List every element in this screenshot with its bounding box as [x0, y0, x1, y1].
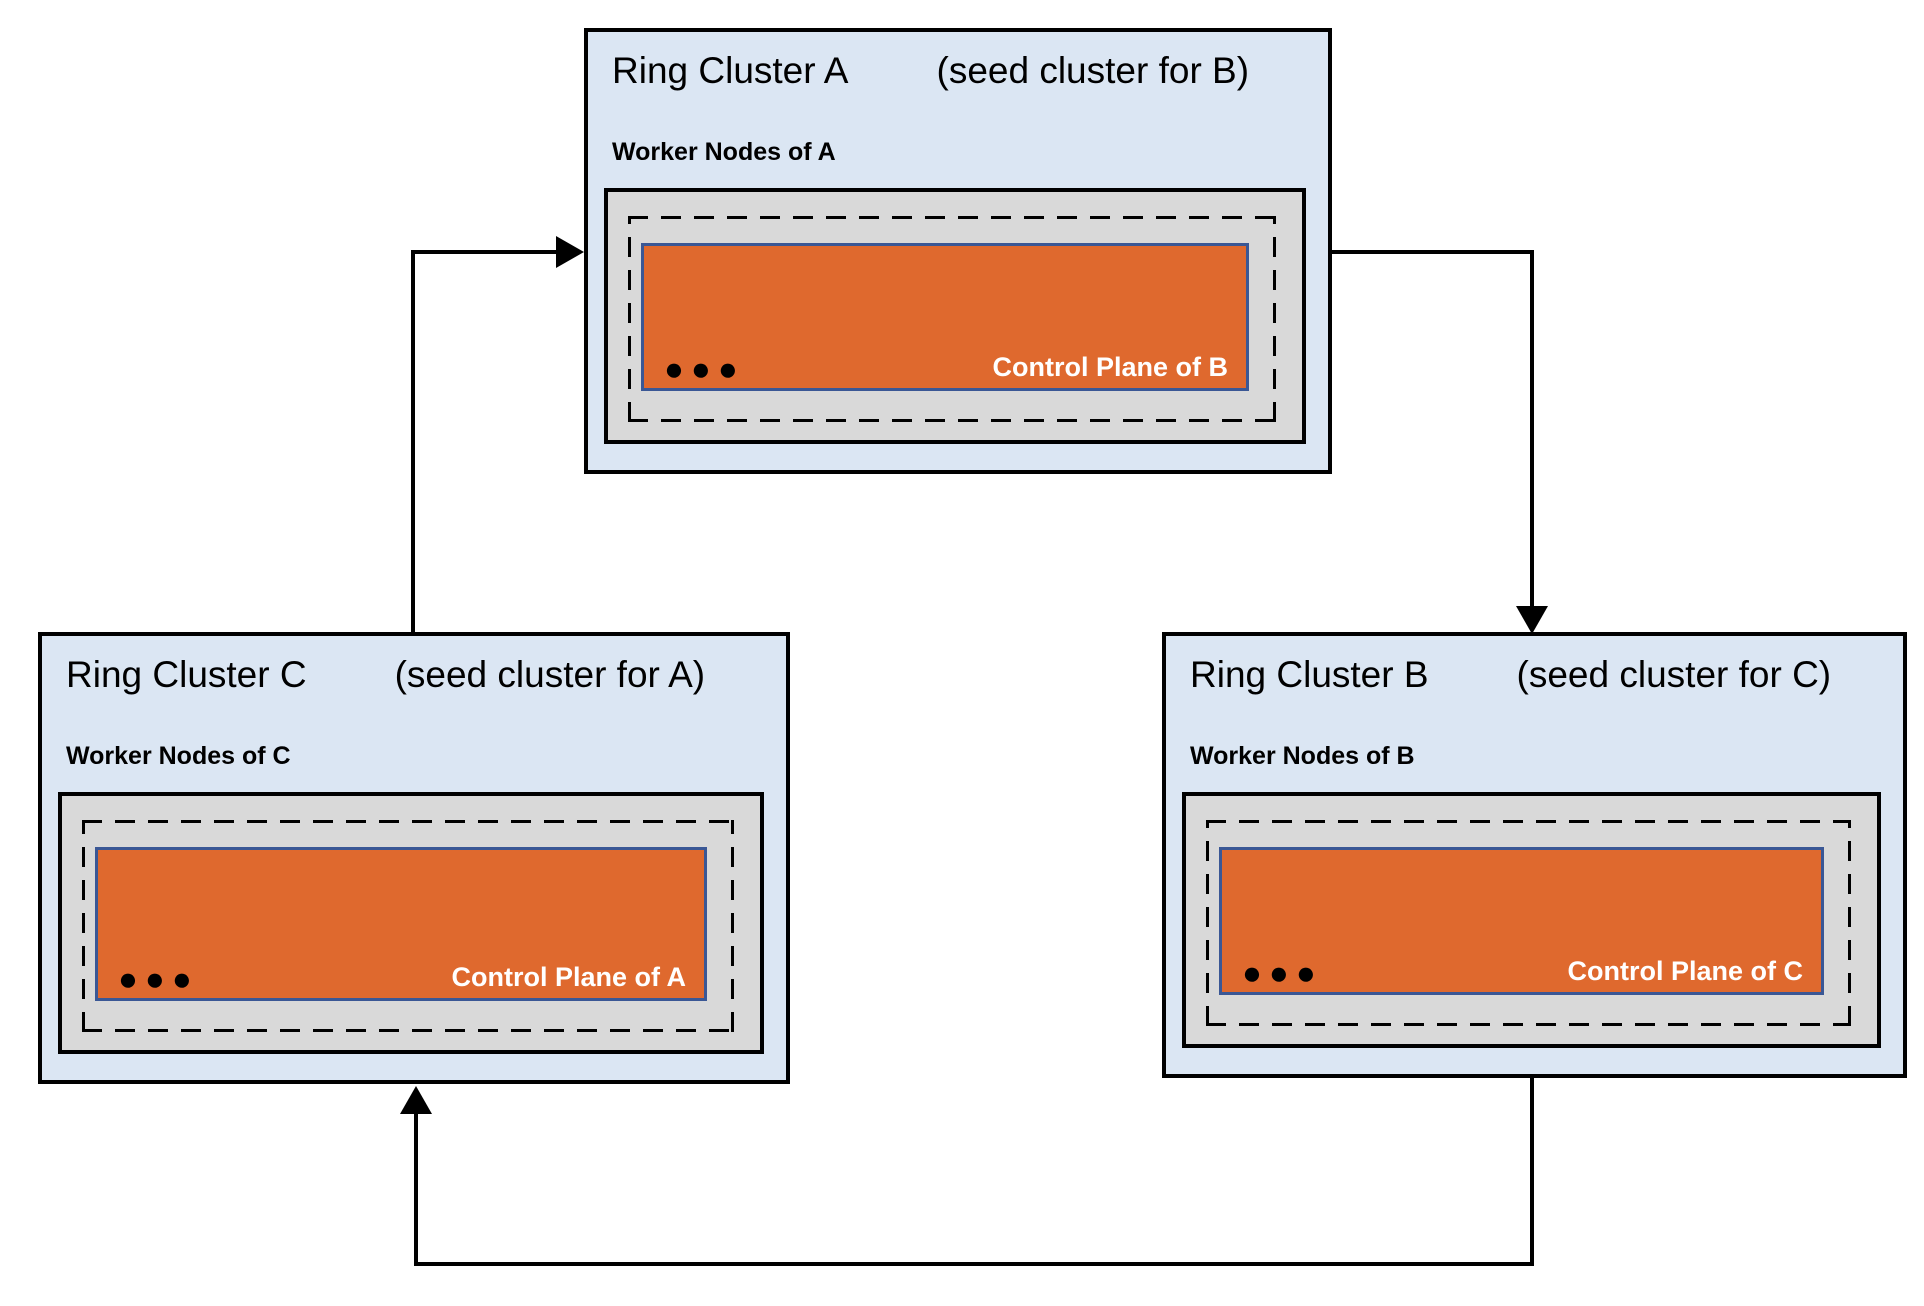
cluster-c-box: Ring Cluster C (seed cluster for A) Work…: [38, 632, 790, 1084]
cluster-a-name: Ring Cluster A: [612, 50, 849, 91]
cluster-b-control-plane-box: ●●● Control Plane of C: [1219, 847, 1824, 995]
arrow-b-to-c-up-line: [414, 1112, 418, 1266]
cluster-b-worker-nodes-label: Worker Nodes of B: [1190, 742, 1415, 770]
arrow-a-to-b-arrowhead-icon: [1516, 606, 1548, 634]
cluster-b-dashed-border: ●●● Control Plane of C: [1206, 820, 1851, 1026]
ellipsis-dots: ●●●: [118, 960, 199, 997]
cluster-c-control-plane-row: ●●● Control Plane of A: [118, 960, 687, 997]
cluster-c-seed-note: (seed cluster for A): [394, 654, 706, 695]
cluster-a-dashed-border: ●●● Control Plane of B: [628, 216, 1276, 422]
arrow-c-to-a-horizontal-line: [411, 250, 559, 254]
cluster-c-worker-nodes-box: ●●● Control Plane of A: [58, 792, 764, 1054]
cluster-c-title: Ring Cluster C (seed cluster for A): [66, 652, 770, 698]
cluster-b-worker-nodes-box: ●●● Control Plane of C: [1182, 792, 1881, 1048]
ellipsis-dots: ●●●: [664, 350, 745, 387]
cluster-c-name: Ring Cluster C: [66, 654, 307, 695]
cluster-b-control-plane-row: ●●● Control Plane of C: [1242, 954, 1804, 991]
arrow-b-to-c-horizontal-line: [414, 1262, 1534, 1266]
cluster-a-title: Ring Cluster A (seed cluster for B): [612, 48, 1312, 94]
arrow-b-to-c-down-line: [1530, 1078, 1534, 1266]
cluster-b-name: Ring Cluster B: [1190, 654, 1429, 695]
arrow-a-to-b-horizontal-line: [1332, 250, 1534, 254]
arrow-b-to-c-arrowhead-icon: [400, 1086, 432, 1114]
cluster-a-control-plane-label: Control Plane of B: [992, 351, 1229, 382]
cluster-b-seed-note: (seed cluster for C): [1516, 654, 1832, 695]
cluster-a-control-plane-box: ●●● Control Plane of B: [641, 243, 1249, 391]
cluster-a-seed-note: (seed cluster for B): [936, 50, 1250, 91]
arrow-c-to-a-arrowhead-icon: [556, 236, 584, 268]
cluster-a-box: Ring Cluster A (seed cluster for B) Work…: [584, 28, 1332, 474]
cluster-a-worker-nodes-box: ●●● Control Plane of B: [604, 188, 1306, 444]
arrow-a-to-b-vertical-line: [1530, 250, 1534, 608]
cluster-a-worker-nodes-label: Worker Nodes of A: [612, 138, 836, 166]
cluster-a-control-plane-row: ●●● Control Plane of B: [664, 350, 1229, 387]
cluster-c-control-plane-box: ●●● Control Plane of A: [95, 847, 707, 1001]
cluster-b-box: Ring Cluster B (seed cluster for C) Work…: [1162, 632, 1907, 1078]
cluster-c-worker-nodes-label: Worker Nodes of C: [66, 742, 291, 770]
arrow-c-to-a-vertical-line: [411, 250, 415, 636]
cluster-b-title: Ring Cluster B (seed cluster for C): [1190, 652, 1887, 698]
cluster-b-control-plane-label: Control Plane of C: [1567, 955, 1804, 986]
ellipsis-dots: ●●●: [1242, 954, 1323, 991]
cluster-c-dashed-border: ●●● Control Plane of A: [82, 820, 734, 1032]
cluster-c-control-plane-label: Control Plane of A: [451, 961, 687, 992]
